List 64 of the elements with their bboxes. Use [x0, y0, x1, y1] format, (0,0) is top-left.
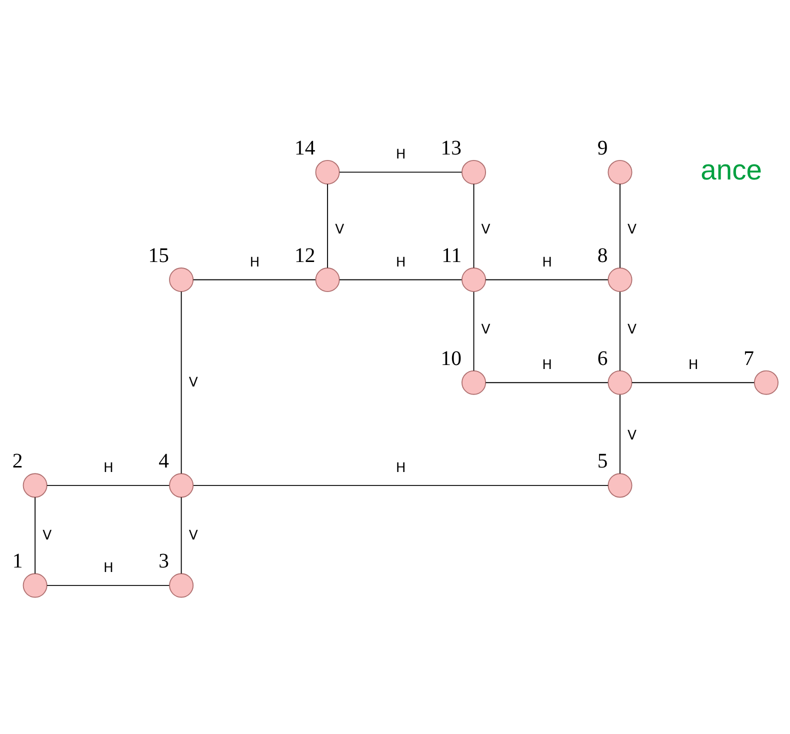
- edge-label: H: [688, 358, 698, 373]
- connector: [327, 183, 328, 268]
- node-label: 14: [294, 136, 316, 159]
- edge-label: V: [481, 322, 490, 338]
- node-circle: [608, 472, 632, 498]
- label: ance: [700, 152, 762, 185]
- node-label: 6: [597, 347, 608, 370]
- connector: [339, 171, 462, 172]
- edge-label: H: [396, 254, 406, 270]
- edge-label: V: [42, 528, 52, 543]
- node-circle: [462, 159, 486, 184]
- node-circle: [169, 267, 194, 292]
- node-circle: [754, 370, 778, 394]
- node-circle: [315, 267, 340, 292]
- edge-label: H: [250, 254, 260, 270]
- connector: [485, 382, 608, 383]
- node-circle: [22, 472, 48, 498]
- edge-label: H: [396, 460, 406, 476]
- node-label: 15: [148, 244, 170, 266]
- node-circle: [608, 370, 632, 394]
- connector: [193, 484, 609, 486]
- connector: [180, 290, 182, 474]
- connector: [339, 278, 462, 280]
- edge-label: H: [542, 358, 552, 373]
- node-circle: [462, 370, 486, 394]
- node-label: 12: [294, 244, 316, 266]
- node-label: 10: [440, 347, 462, 370]
- node-circle: [169, 472, 194, 498]
- node-circle: [462, 267, 486, 292]
- connector: [632, 382, 755, 383]
- edge-label: H: [396, 147, 406, 162]
- node-label: 11: [442, 244, 462, 266]
- node-circle: [608, 159, 632, 184]
- edge-label: V: [628, 222, 637, 238]
- node-label: 7: [744, 347, 754, 370]
- connector: [46, 584, 170, 586]
- edge-label: V: [628, 428, 637, 443]
- node-label: 3: [158, 550, 170, 572]
- connector: [192, 278, 316, 280]
- connector: [180, 496, 182, 574]
- node-label: 9: [597, 136, 608, 159]
- edge-label: V: [188, 375, 198, 390]
- edge-label: V: [628, 322, 637, 338]
- edge-label: H: [103, 560, 114, 576]
- node-circle: [608, 267, 632, 292]
- edge-label: H: [542, 254, 552, 270]
- edge-label: V: [481, 222, 490, 238]
- node-label: 5: [597, 450, 608, 472]
- edge-label: V: [188, 528, 198, 543]
- node-label: 13: [440, 136, 462, 159]
- edge-label: V: [335, 222, 344, 238]
- node-label: 8: [597, 244, 608, 266]
- connector: [34, 496, 36, 574]
- node-circle: [22, 572, 48, 598]
- connector: [473, 290, 474, 371]
- connector: [485, 278, 608, 280]
- node-circle: [169, 572, 194, 598]
- connector: [46, 484, 170, 486]
- node-circle: [315, 159, 340, 184]
- node-label: 2: [12, 450, 23, 472]
- connector: [473, 183, 474, 268]
- edge-label: H: [103, 460, 114, 476]
- node-label: 1: [12, 550, 23, 572]
- node-label: 4: [158, 450, 170, 472]
